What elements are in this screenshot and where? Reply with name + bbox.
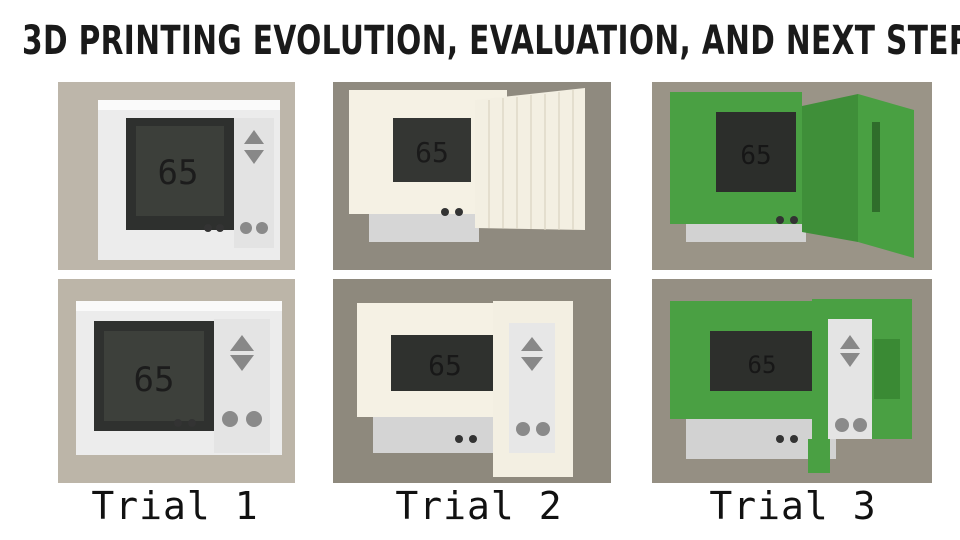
svg-text:65: 65 — [748, 351, 777, 379]
trial-2-photo-top: 65 — [333, 82, 611, 270]
trial-1-label: Trial 1 — [91, 484, 259, 528]
trial-3-photo-top: 65 — [652, 82, 932, 270]
trial-1-photo-bottom: 65 — [58, 279, 295, 483]
svg-text:65: 65 — [740, 141, 771, 171]
svg-text:65: 65 — [134, 360, 175, 400]
trial-3-label: Trial 3 — [709, 484, 877, 528]
trial-3-photo-bottom: 65 — [652, 279, 932, 483]
trial-2-photo-bottom: 65 — [333, 279, 611, 483]
svg-text:65: 65 — [428, 349, 462, 382]
slide-title: 3D PRINTING EVOLUTION, EVALUATION, AND N… — [22, 18, 960, 64]
trial-2-label: Trial 2 — [395, 484, 563, 528]
trial-1-photo-top: 65 — [58, 82, 295, 270]
svg-text:65: 65 — [158, 153, 199, 193]
svg-text:65: 65 — [415, 136, 449, 169]
